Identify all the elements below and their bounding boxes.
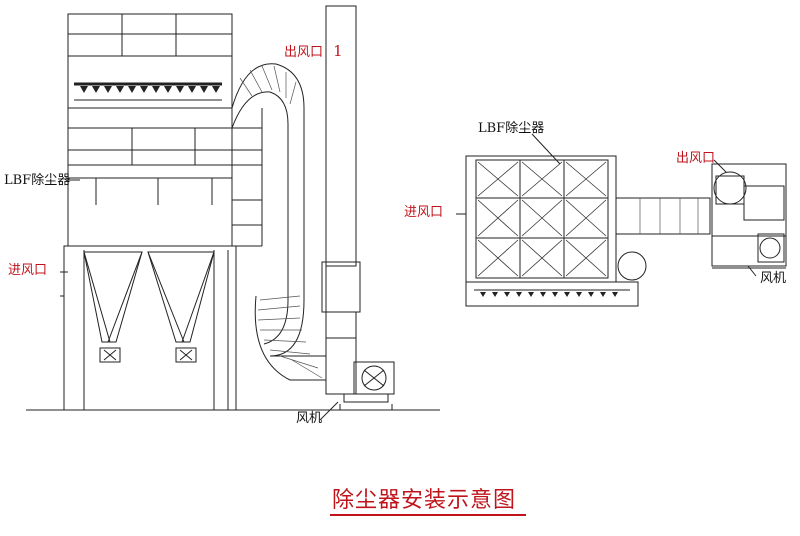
left-fan-label: 风机: [296, 411, 323, 426]
outlet-duct-plan: [615, 197, 711, 235]
rotary-valve-right: [179, 349, 193, 361]
left-collector-label: LBF除尘器: [4, 173, 71, 188]
left-inlet-label: 进风口: [8, 263, 48, 278]
ash-hopper-left: [83, 251, 143, 343]
diagram-title: 除尘器安装示意图: [332, 488, 517, 513]
left-outlet-label: 出风口 1: [284, 42, 343, 60]
collector-support-frame: [63, 245, 237, 411]
fan-body-right: [711, 163, 787, 267]
outlet-number: 1: [333, 42, 343, 60]
collector-upper-box: [67, 13, 233, 247]
right-inlet-label: 进风口: [404, 205, 444, 220]
title-underline: [330, 514, 526, 516]
pulse-valves: [80, 86, 220, 93]
outlet-duct-elbow: [231, 63, 326, 357]
fan-body-left: [325, 337, 357, 395]
right-outlet-label: 出风口: [676, 151, 716, 166]
rotary-valve-left: [103, 349, 117, 361]
ash-hopper-right: [147, 251, 215, 343]
right-fan-label: 风机: [760, 271, 787, 286]
filter-cells: [477, 161, 607, 277]
exhaust-chimney: [325, 5, 357, 267]
right-collector-label: LBF除尘器: [478, 121, 545, 136]
